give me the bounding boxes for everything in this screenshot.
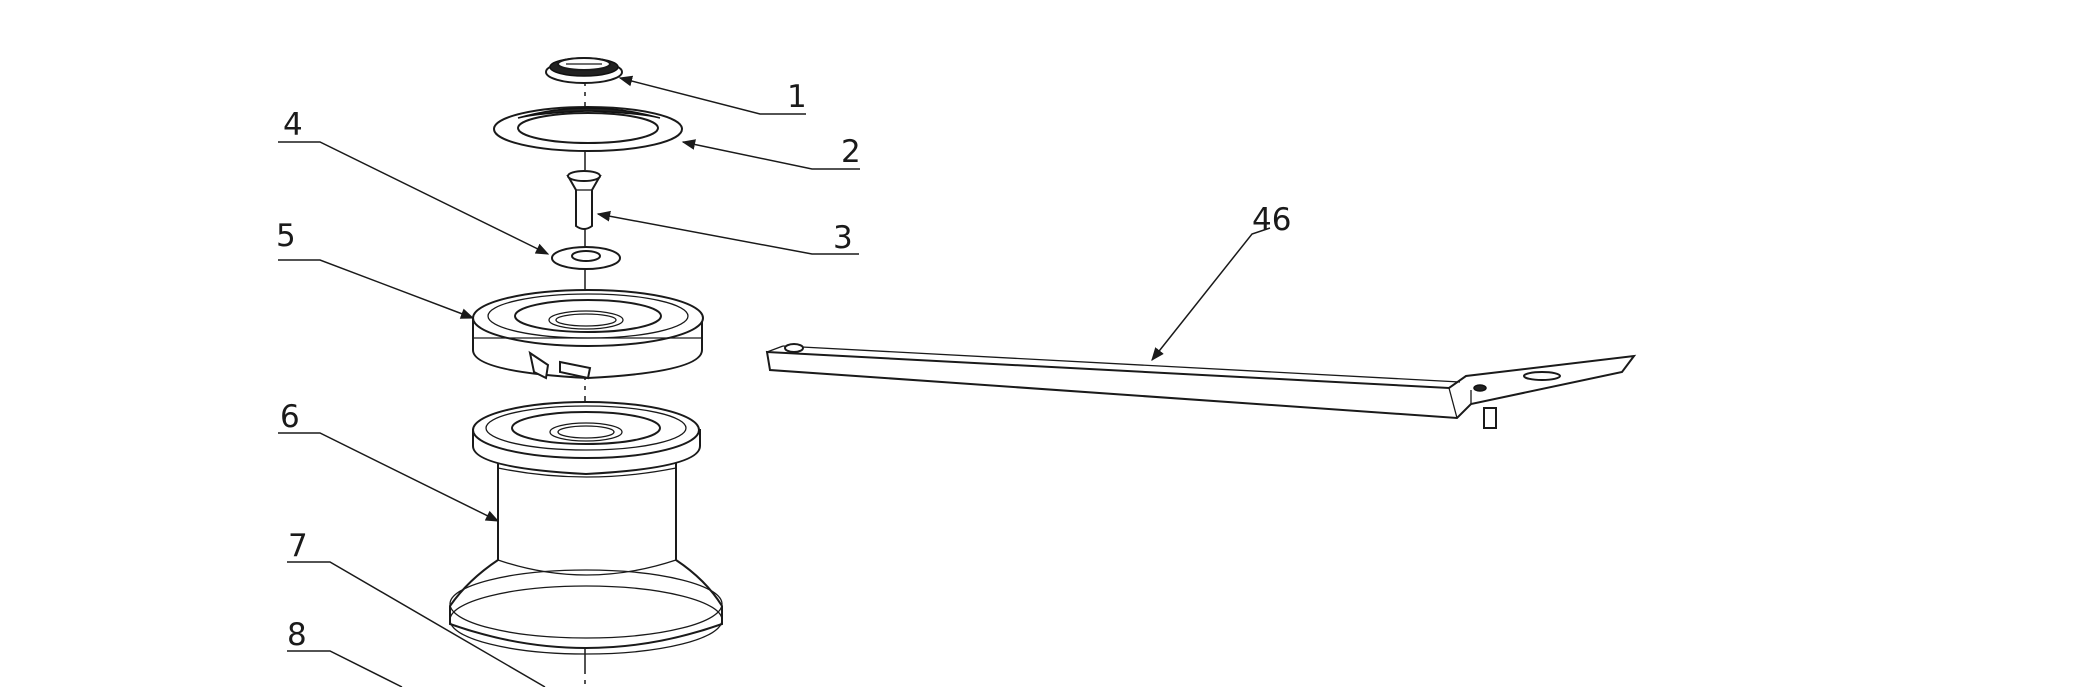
leader-4 xyxy=(278,141,550,255)
callout-5: 5 xyxy=(276,218,296,254)
part-3-screw xyxy=(566,170,602,230)
leader-1 xyxy=(618,75,806,115)
callout-labels: 1 2 3 4 5 6 7 8 46 xyxy=(276,79,1291,653)
leader-lines xyxy=(278,75,1271,687)
leader-3 xyxy=(596,210,859,255)
callout-4: 4 xyxy=(283,107,303,143)
callout-1: 1 xyxy=(787,79,807,115)
part-5-flange xyxy=(472,289,704,380)
callout-6: 6 xyxy=(280,399,300,435)
callout-7: 7 xyxy=(288,528,308,564)
callout-3: 3 xyxy=(833,220,853,256)
leader-5 xyxy=(278,259,475,319)
leader-8 xyxy=(287,650,403,687)
part-4-washer xyxy=(551,246,621,270)
leader-7 xyxy=(287,561,546,687)
callout-2: 2 xyxy=(841,134,861,170)
part-46-handle xyxy=(765,343,1637,429)
leader-6 xyxy=(278,432,500,522)
part-6-drum xyxy=(449,401,723,655)
callout-8: 8 xyxy=(287,617,307,653)
part-1-cap xyxy=(545,57,623,84)
part-2-ring xyxy=(493,106,683,152)
callout-46: 46 xyxy=(1252,202,1291,238)
leader-2 xyxy=(681,139,860,170)
leader-46 xyxy=(1151,227,1271,362)
